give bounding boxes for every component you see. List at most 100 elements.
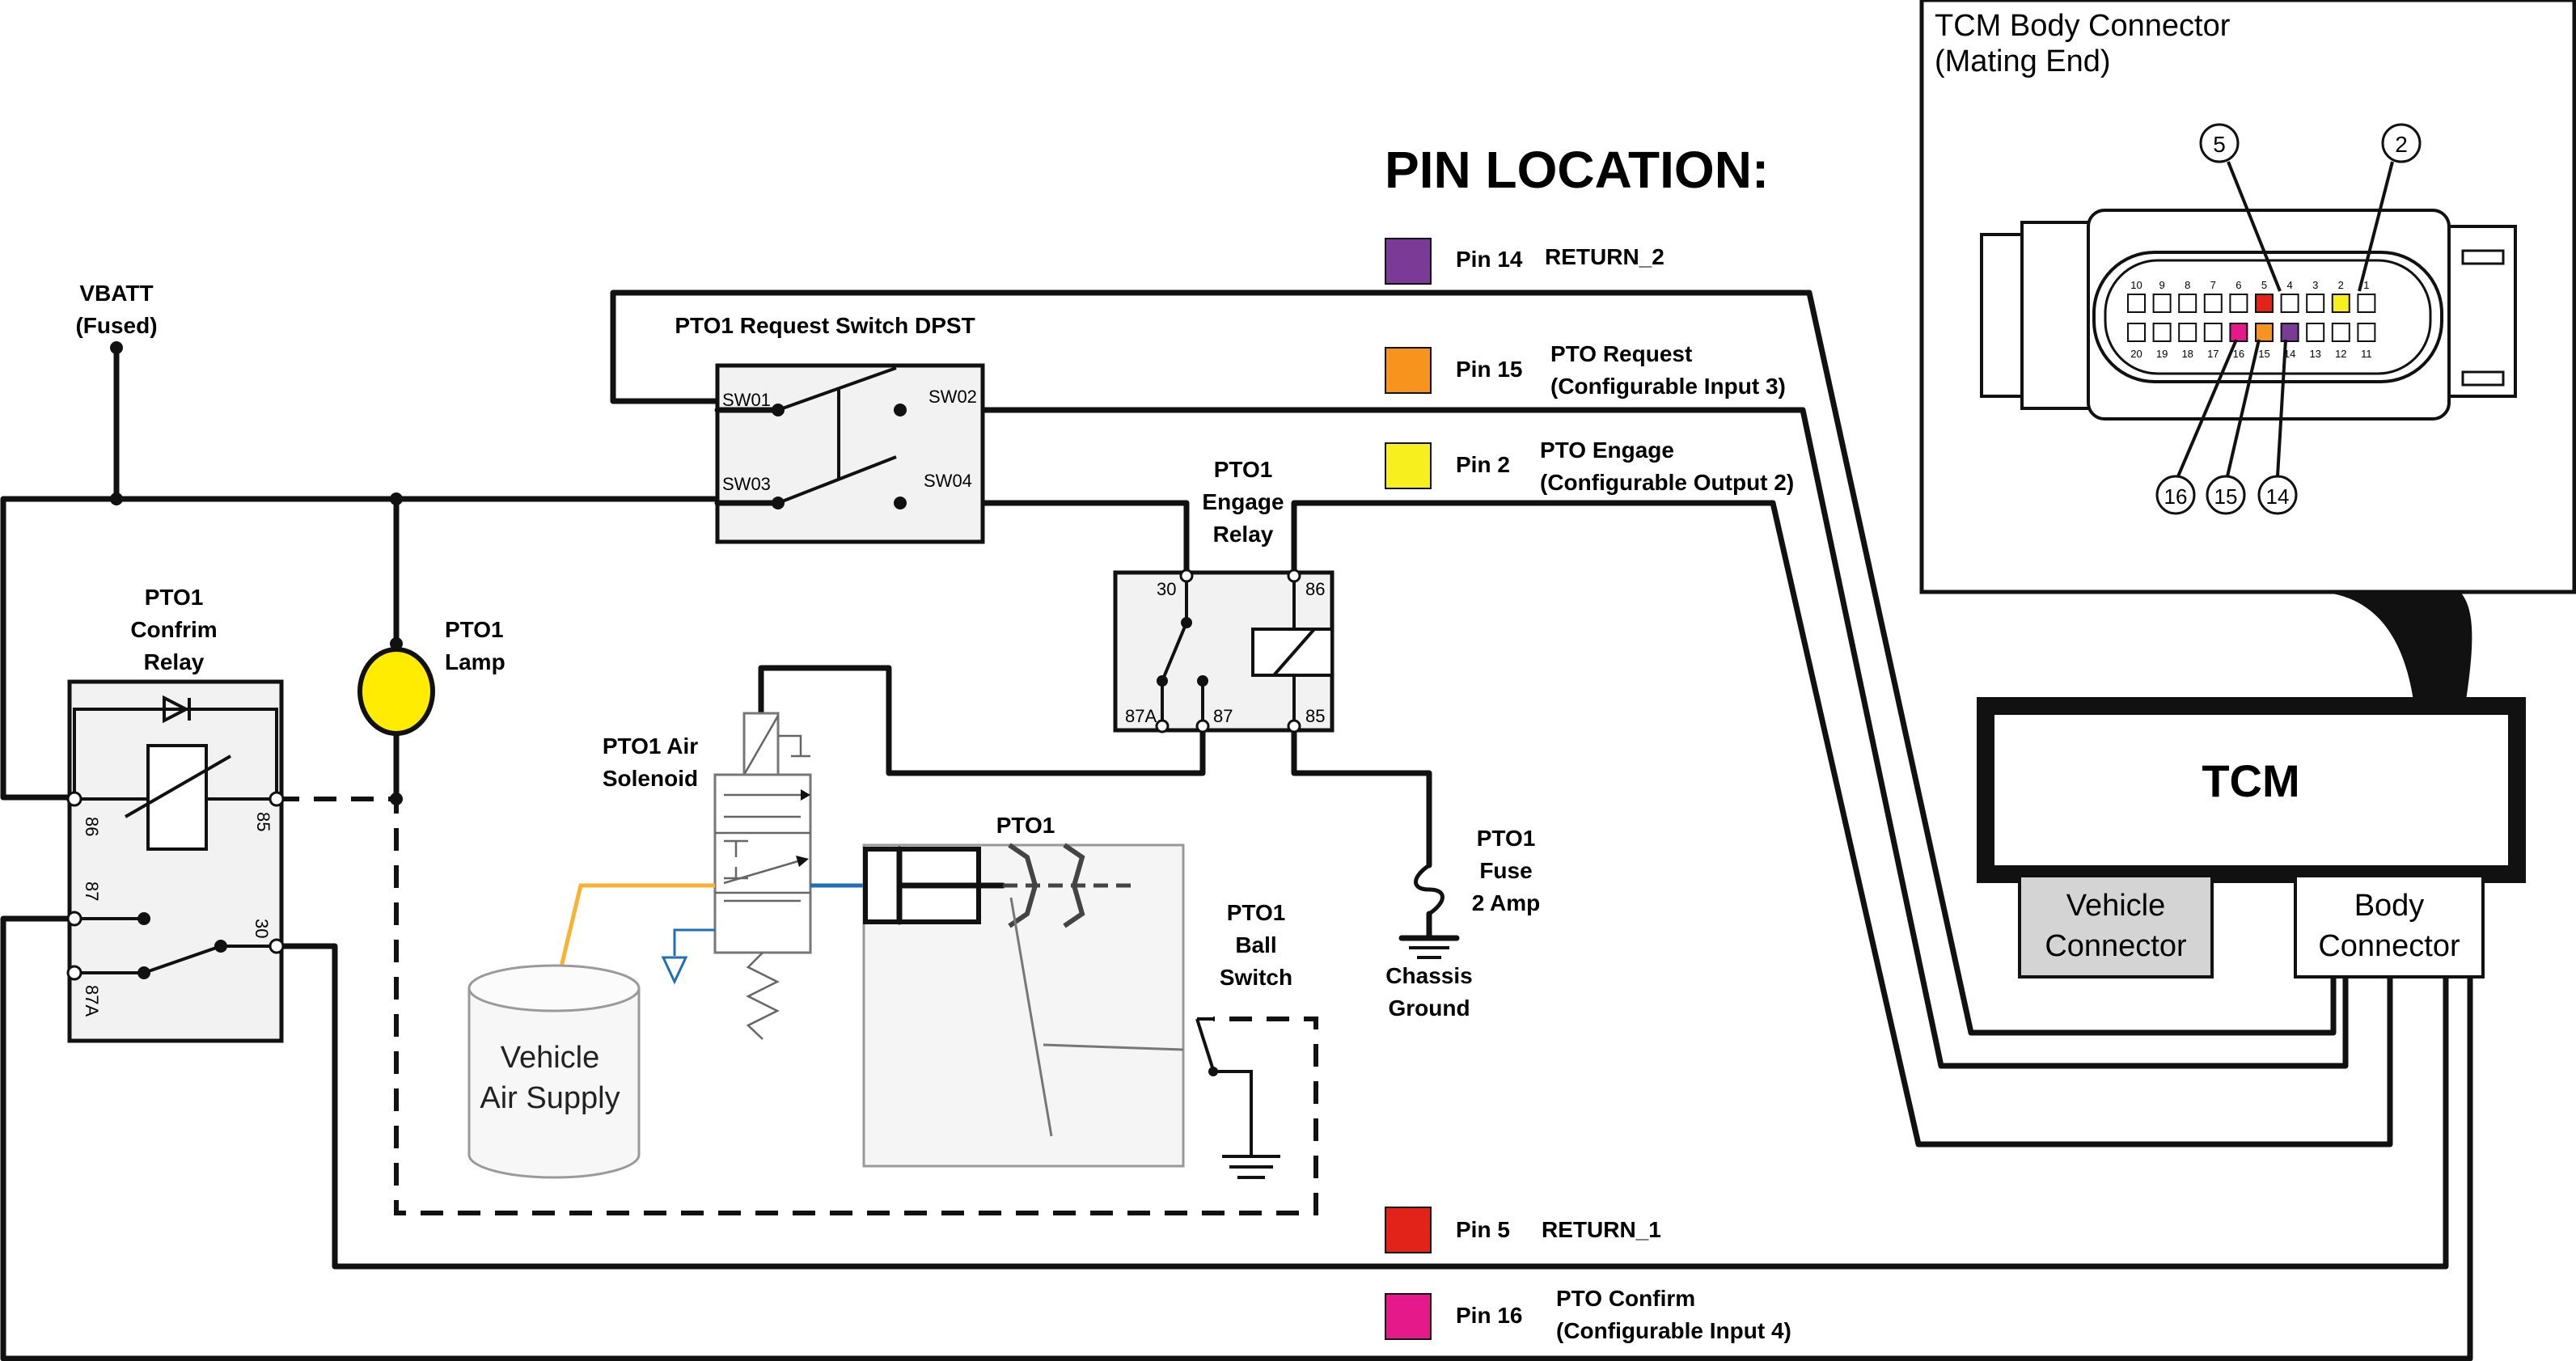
air-solenoid-label-1: PTO1 Air (603, 733, 698, 759)
fuse-label-3: 2 Amp (1472, 890, 1541, 915)
body-connector-label-1: Body (2354, 889, 2425, 923)
bottom-row-pin-label: 15 (2258, 348, 2269, 360)
connector-pin-9 (2152, 294, 2172, 313)
fuse-label-1: PTO1 (1477, 826, 1536, 851)
connector-pin-16 (2229, 323, 2248, 342)
pin-location-title: PIN LOCATION: (1385, 141, 1769, 199)
pin-location-legend: PIN LOCATION: Pin 14 RETURN_2 Pin 15 PTO… (1385, 141, 1794, 1343)
legend-pin14-desc: RETURN_2 (1545, 244, 1664, 269)
top-row-pin-label: 1 (2363, 279, 2369, 291)
legend-pin5-number: Pin 5 (1456, 1217, 1510, 1242)
sw01-label: SW01 (722, 390, 771, 410)
engage-relay-pin-86: 86 (1305, 579, 1325, 599)
connector-pin-7 (2203, 294, 2223, 313)
confirm-relay-label-3: Relay (144, 649, 205, 674)
top-row-pin-label: 6 (2235, 279, 2241, 291)
connector-pin-13 (2306, 323, 2325, 342)
bottom-row-pin-label: 20 (2130, 348, 2142, 360)
connector-pin-11 (2357, 323, 2376, 342)
legend-pin2-desc2: (Configurable Output 2) (1540, 470, 1794, 495)
ball-switch-label-1: PTO1 (1227, 900, 1286, 925)
pto-fuse: PTO1 Fuse 2 Amp (1414, 826, 1541, 916)
engage-relay-pin-30: 30 (1157, 579, 1176, 599)
legend-pin15-desc2: (Configurable Input 3) (1550, 374, 1786, 399)
chassis-ground: Chassis Ground (1385, 935, 1473, 1021)
pto-confirm-relay: PTO1 Confrim Relay 86 85 87 30 87A (66, 585, 285, 1043)
bottom-row-pin-label: 16 (2233, 348, 2244, 360)
legend-swatch-pin2 (1385, 442, 1432, 489)
connector-pin-4 (2280, 294, 2299, 313)
bottom-row-pin-label: 14 (2284, 348, 2295, 360)
legend-swatch-pin5 (1385, 1207, 1432, 1253)
legend-swatch-pin15 (1385, 347, 1432, 394)
connector-inset-title-1: TCM Body Connector (1935, 9, 2231, 43)
top-row-pin-label: 4 (2286, 279, 2292, 291)
confirm-relay-pin-85: 85 (253, 812, 273, 831)
request-switch-label: PTO1 Request Switch DPST (675, 313, 975, 338)
sw04-label: SW04 (924, 471, 972, 491)
confirm-relay-pin-30: 30 (252, 919, 272, 938)
bottom-row-pin-label: 11 (2361, 348, 2372, 360)
body-connector (2294, 874, 2485, 978)
fuse-label-2: Fuse (1479, 858, 1532, 883)
connector-inset-title-2: (Mating End) (1935, 44, 2111, 78)
lamp-bulb (357, 647, 435, 736)
legend-pin15-desc: PTO Request (1550, 341, 1692, 366)
body-connector-label-2: Connector (2318, 929, 2460, 963)
air-supply-label-2: Air Supply (480, 1081, 620, 1115)
legend-pin16-number: Pin 16 (1456, 1303, 1522, 1328)
vbatt-label: VBATT (79, 281, 153, 306)
vehicle-air-supply-tank: Vehicle Air Supply (467, 964, 641, 1179)
sw02-label: SW02 (928, 387, 977, 407)
confirm-relay-pin-86: 86 (82, 817, 102, 836)
engage-relay-label-2: Engage (1202, 489, 1284, 514)
legend-pin16-desc: PTO Confirm (1556, 1286, 1695, 1311)
vbatt-source: VBATT (Fused) (75, 281, 158, 354)
connector-pin-20 (2127, 323, 2146, 342)
pto-request-switch: PTO1 Request Switch DPST SW01 SW02 SW03 … (675, 313, 985, 544)
vehicle-connector-label-2: Connector (2045, 929, 2187, 963)
top-row-pin-label: 3 (2312, 279, 2318, 291)
ball-switch-label-2: Ball (1235, 932, 1276, 957)
connector-pin-17 (2203, 323, 2223, 342)
chassis-label-1: Chassis (1385, 963, 1472, 988)
legend-swatch-pin16 (1385, 1293, 1432, 1340)
lamp-label-1: PTO1 (445, 617, 504, 642)
connector-pin-5 (2255, 294, 2274, 313)
top-row-pin-label: 2 (2338, 279, 2344, 291)
pto-unit: PTO1 (862, 813, 1185, 1168)
top-row-pin-label: 5 (2261, 279, 2267, 291)
bottom-row-pin-label: 12 (2335, 348, 2346, 360)
pto-air-solenoid: PTO1 Air Solenoid (548, 712, 865, 1040)
pto-lamp: PTO1 Lamp (357, 617, 505, 736)
callout-pin-5: 5 (2213, 132, 2226, 157)
confirm-relay-label-2: Confrim (130, 617, 217, 642)
connector-pin-14 (2280, 323, 2299, 342)
engage-relay-label-1: PTO1 (1214, 457, 1273, 482)
vbatt-sub-label: (Fused) (75, 313, 157, 338)
callout-pin-16: 16 (2164, 484, 2188, 509)
engage-relay-label-3: Relay (1213, 522, 1274, 547)
vehicle-connector (2018, 874, 2214, 978)
tcm-label: TCM (2202, 755, 2299, 806)
legend-pin14-number: Pin 14 (1456, 247, 1523, 272)
top-row-pin-label: 7 (2210, 279, 2216, 291)
legend-pin2-number: Pin 2 (1456, 452, 1510, 477)
confirm-relay-label-1: PTO1 (145, 585, 204, 610)
pto-ball-switch: PTO1 Ball Switch (1195, 900, 1292, 1179)
lamp-label-2: Lamp (445, 649, 505, 674)
air-solenoid-label-2: Solenoid (603, 766, 698, 791)
connector-pin-15 (2255, 323, 2274, 342)
engage-relay-pin-87: 87 (1213, 706, 1233, 726)
bottom-row-pin-label: 17 (2207, 348, 2219, 360)
pto-engage-relay: PTO1 Engage Relay 30 86 87A 87 85 (1113, 457, 1335, 733)
bottom-row-pin-label: 19 (2156, 348, 2168, 360)
tcm-module: TCM Vehicle Connector Body Connector (1977, 590, 2526, 978)
engage-relay-pin-87a: 87A (1125, 706, 1157, 726)
pto-unit-label: PTO1 (996, 813, 1055, 838)
legend-pin5-desc: RETURN_1 (1542, 1217, 1661, 1242)
connector-pin-3 (2306, 294, 2325, 313)
